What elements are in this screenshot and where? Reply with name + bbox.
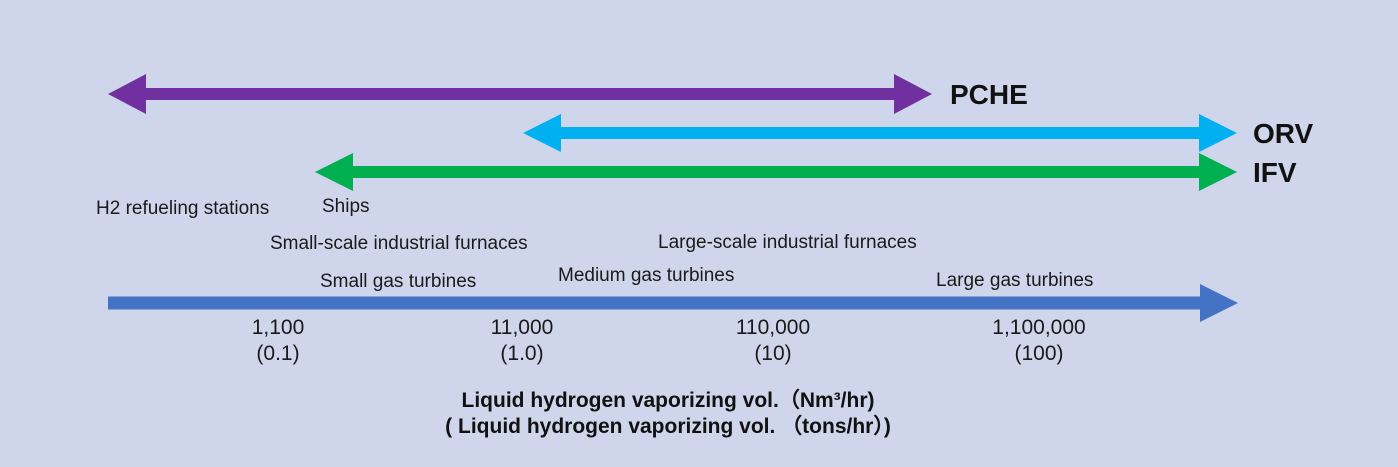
tick-value: 1,100,000 xyxy=(992,316,1086,339)
app-label-large-turbines: Large gas turbines xyxy=(936,270,1094,291)
tick-value: 1,100 xyxy=(251,316,305,339)
tick-value: 110,000 xyxy=(735,316,811,339)
axis-tick-3: 110,000 (10) xyxy=(693,315,853,367)
app-label-h2-refueling: H2 refueling stations xyxy=(96,198,270,219)
app-label-ships: Ships xyxy=(322,196,370,217)
app-label-large-furnaces: Large-scale industrial furnaces xyxy=(658,232,917,253)
volume-axis-arrow xyxy=(108,284,1238,322)
app-label-small-furnaces: Small-scale industrial furnaces xyxy=(270,233,528,254)
tick-sub-value: (1.0) xyxy=(500,342,544,365)
range-label-ifv: IFV xyxy=(1253,157,1297,188)
axis-tick-2: 11,000 (1.0) xyxy=(442,315,602,367)
axis-title-line-1: Liquid hydrogen vaporizing vol.（Nm³/hr) xyxy=(461,389,875,412)
app-label-medium-turbines: Medium gas turbines xyxy=(558,265,735,286)
tick-value: 11,000 xyxy=(490,316,554,339)
range-label-pche: PCHE xyxy=(950,79,1028,110)
tick-sub-value: (10) xyxy=(754,342,792,365)
tick-sub-value: (100) xyxy=(1014,342,1064,365)
axis-tick-4: 1,100,000 (100) xyxy=(959,315,1119,367)
axis-tick-1: 1,100 (0.1) xyxy=(198,315,358,367)
pche-range-arrow xyxy=(108,74,932,114)
axis-title-line-2: ( Liquid hydrogen vaporizing vol. （tons/… xyxy=(445,415,891,438)
app-label-small-turbines: Small gas turbines xyxy=(320,271,477,292)
tick-sub-value: (0.1) xyxy=(256,342,300,365)
range-label-orv: ORV xyxy=(1253,118,1314,149)
ifv-range-arrow xyxy=(315,153,1237,191)
orv-range-arrow xyxy=(523,114,1237,152)
